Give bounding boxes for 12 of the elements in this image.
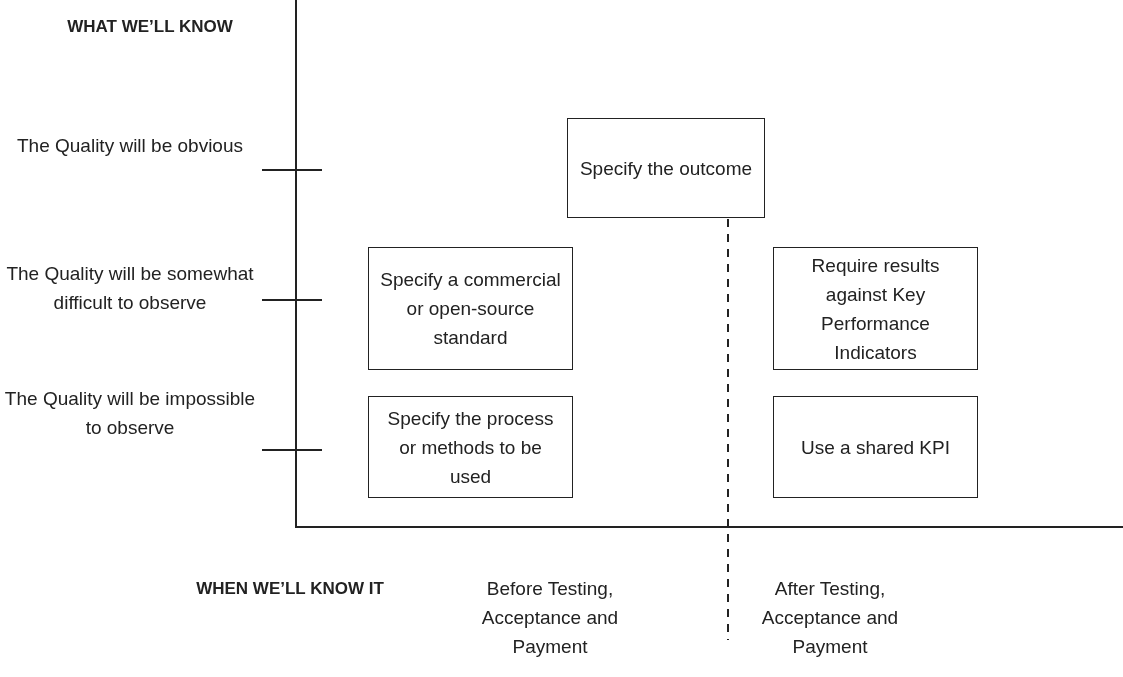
strategy-box: Use a shared KPI: [773, 396, 978, 498]
row-label: The Quality will be impossible to observe: [3, 387, 257, 440]
strategy-box: Specify the outcome: [567, 118, 765, 218]
y-axis-title: WHAT WE’LL KNOW: [66, 16, 234, 38]
row-label: The Quality will be obvious: [16, 134, 244, 158]
row-label: The Quality will be somewhat difficult to observe: [5, 262, 255, 315]
strategy-box: Specify a commercial or open-source standard: [368, 247, 573, 370]
column-label: After Testing, Acceptance and Payment: [760, 577, 900, 659]
column-label: Before Testing, Acceptance and Payment: [480, 577, 620, 659]
x-axis-title: WHEN WE’LL KNOW IT: [195, 578, 385, 600]
strategy-box: Specify the process or methods to be used: [368, 396, 573, 498]
strategy-box: Require results against Key Performance Indicators: [773, 247, 978, 370]
